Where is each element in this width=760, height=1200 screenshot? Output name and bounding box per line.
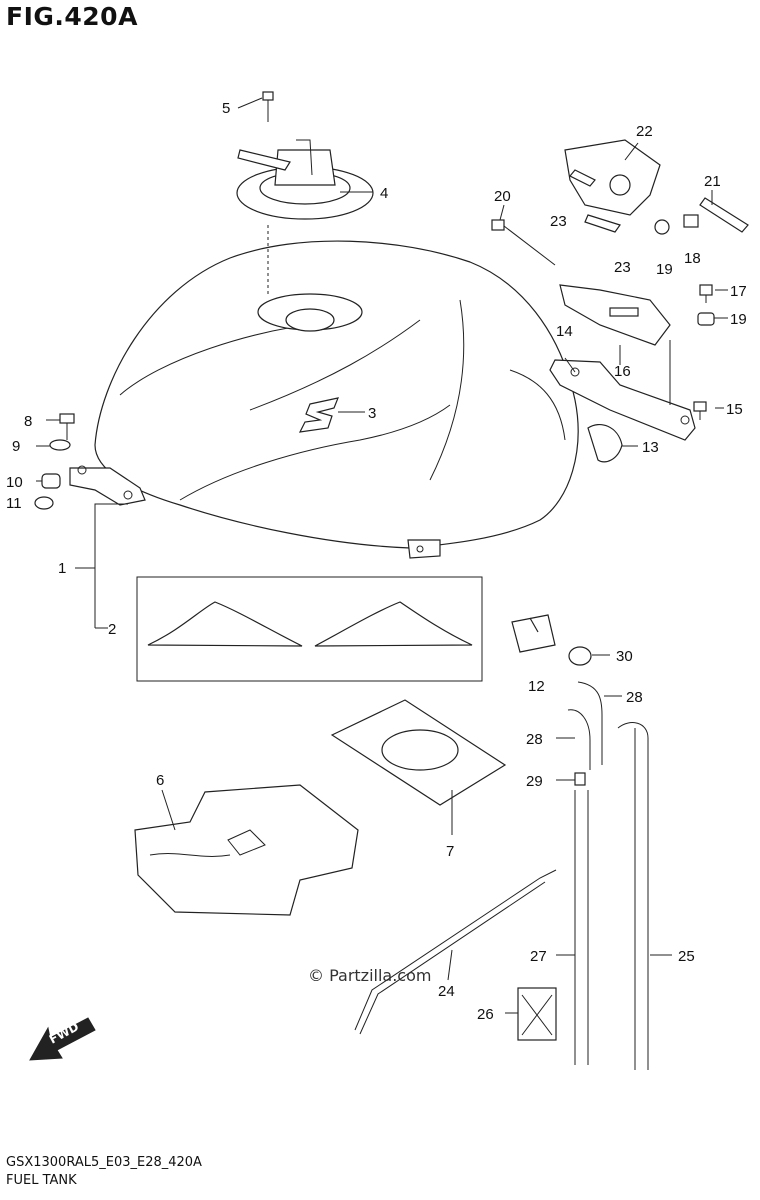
callout-25: 25 [678,948,695,965]
callout-2: 2 [108,621,116,638]
callout-18: 18 [684,250,701,267]
callout-6: 6 [156,772,164,789]
decal-set [136,576,483,682]
hose-clamp-rod [354,869,557,1035]
front-collar [34,496,54,510]
callout-24: 24 [438,983,455,1000]
hinge-pin [699,197,749,233]
bracket-bolt [693,401,707,420]
warning-label [517,987,557,1041]
callout-21: 21 [704,173,721,190]
callout-1: 1 [58,560,66,577]
callout-28-upper: 28 [626,689,643,706]
cap-insulator [330,699,507,806]
callout-17: 17 [730,283,747,300]
callout-29: 29 [526,773,543,790]
callout-20: 20 [494,188,511,205]
callout-9: 9 [12,438,20,455]
leader-lines [36,97,728,1014]
tank-support-bracket [549,359,696,441]
long-drain-hose [617,722,649,1070]
callout-15: 15 [726,401,743,418]
cap-bolt [262,91,274,122]
callout-10: 10 [6,474,23,491]
cushion-block [511,614,556,653]
tank-emblem [298,397,339,433]
callout-30: 30 [616,648,633,665]
front-bolt [59,413,75,440]
grommet [568,646,592,666]
callout-8: 8 [24,413,32,430]
rear-hinge-bracket [564,139,699,235]
drain-hose [574,790,589,1065]
callout-14: 14 [556,323,573,340]
hinge-screw [699,284,713,303]
watermark: © Partzilla.com [308,966,432,985]
breather-hose-upper [567,681,603,770]
callout-27: 27 [530,948,547,965]
callout-23-upper: 23 [550,213,567,230]
callout-16: 16 [614,363,631,380]
callout-11: 11 [6,495,22,512]
hose-joint [574,772,586,786]
callout-13: 13 [642,439,659,456]
callout-3: 3 [368,405,376,422]
figure-title: FIG.420A [6,2,138,31]
callout-23-lower: 23 [614,259,631,276]
section-name: FUEL TANK [6,1173,77,1188]
lower-hinge-bracket [559,284,671,346]
model-code: GSX1300RAL5_E03_E28_420A [6,1155,202,1170]
callout-26: 26 [477,1006,494,1023]
fuel-cap-assembly [236,139,374,295]
callout-5: 5 [222,100,230,117]
callout-22: 22 [636,123,653,140]
callout-19-upper: 19 [656,261,673,278]
callout-12: 12 [528,678,545,695]
hinge-nut [697,312,715,326]
front-washer [49,439,71,451]
callout-labels: 1 2 3 4 5 6 7 8 9 10 11 12 13 14 15 16 1… [6,100,747,1023]
callout-7: 7 [446,843,454,860]
forward-direction-arrow: FWD [29,1017,96,1061]
callout-4: 4 [380,185,388,202]
callout-28-lower: 28 [526,731,543,748]
front-cushion [41,473,61,489]
fuel-tank [69,240,579,559]
rear-cushion [587,424,623,463]
hinge-bolt [491,219,556,266]
tank-heat-insulator [134,784,359,916]
callout-19-lower: 19 [730,311,747,328]
